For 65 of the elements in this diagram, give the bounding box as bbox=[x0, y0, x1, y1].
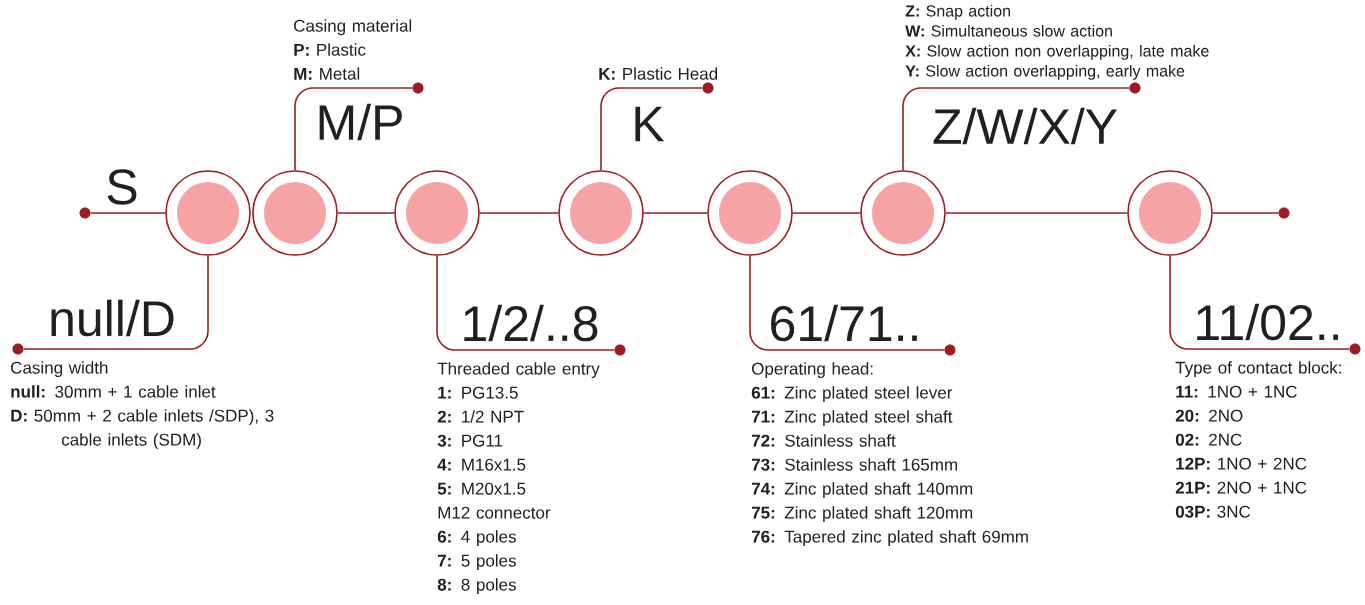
node-label: 2: 1/2 NPT bbox=[437, 410, 524, 423]
node-label: 21P: 2NO + 1NC bbox=[1175, 481, 1307, 494]
node-label: 7: 5 poles bbox=[437, 554, 516, 571]
connector-line bbox=[1169, 255, 1351, 350]
code-label: 61/71.. bbox=[771, 304, 917, 342]
node-label: Operating head: bbox=[752, 362, 873, 379]
node-label: 71: Zinc plated steel shaft bbox=[751, 410, 953, 427]
node-label: 75: Zinc plated shaft 120mm bbox=[751, 506, 973, 523]
node-label: 74: Zinc plated shaft 140mm bbox=[751, 482, 973, 499]
code-label: S bbox=[107, 169, 137, 205]
code-label: M/P bbox=[319, 103, 402, 141]
node-label: 03P: 3NC bbox=[1175, 505, 1251, 518]
connector-line bbox=[436, 255, 616, 351]
node-label: 1: PG13.5 bbox=[438, 386, 518, 399]
node-label: 11: 1NO + 1NC bbox=[1176, 385, 1297, 398]
node-label: Threaded cable entry bbox=[437, 362, 600, 379]
description-text: Casing width null: 30mm + 1 cable inlet D: 50mm + 2 cable inlets /SDP), 3 cable inlets (SDM) bbox=[11, 361, 274, 450]
description-text: Z: Snap action W: Simultaneous slow action X: Slow action non overlapping, late make Y: Slow action overlapping, early make bbox=[905, 4, 1209, 80]
node-label: 61: Zinc plated steel lever bbox=[751, 386, 953, 403]
code-label: 1/2/..8 bbox=[464, 304, 598, 342]
description-text: Casing material P: Plastic M: Metal bbox=[294, 19, 412, 80]
ring-circle bbox=[558, 170, 644, 256]
node-label: W: Simultaneous slow action bbox=[905, 24, 1112, 37]
description-text: K: Plastic Head bbox=[599, 67, 718, 80]
node-label: 3: PG11 bbox=[437, 434, 503, 447]
connector-line bbox=[294, 87, 414, 171]
ring-circle bbox=[860, 170, 946, 256]
ring-circle bbox=[1127, 170, 1213, 256]
description-text: Threaded cable entry 1: PG13.5 2: 1/2 NPT 3: PG11 4: M16x1.5 5: M20x1.5 M12 connector 6: 4 poles 7: 5 poles 8: 8 poles bbox=[437, 362, 600, 595]
connector-line bbox=[643, 212, 708, 214]
node-label: Z: Snap action bbox=[905, 4, 1010, 20]
node-label: 02: 2NC bbox=[1175, 433, 1242, 446]
connector-line bbox=[1212, 212, 1280, 214]
connector-line bbox=[479, 212, 559, 214]
code-label: K bbox=[635, 106, 665, 142]
node-label: 72: Stainless shaft bbox=[751, 434, 896, 447]
node-label: Type of contact block: bbox=[1175, 361, 1341, 378]
node-label: 12P: 1NO + 2NC bbox=[1176, 457, 1307, 470]
node-label: 4: M16x1.5 bbox=[437, 458, 526, 471]
node-label: 5: M20x1.5 bbox=[437, 482, 526, 495]
code-label: Z/W/X/Y bbox=[933, 107, 1117, 145]
node-label: Y: Slow action overlapping, early make bbox=[905, 64, 1185, 80]
connector-line bbox=[945, 212, 1128, 214]
node-label: 73: Stainless shaft 165mm bbox=[751, 458, 957, 471]
node-label: 20: 2NO bbox=[1175, 409, 1243, 422]
connector-line bbox=[337, 212, 395, 214]
node-label: 76: Tapered zinc plated shaft 69mm bbox=[751, 530, 1028, 547]
description-text: Type of contact block: 11: 1NO + 1NC 20: 2NO 02: 2NC 12P: 1NO + 2NC 21P: 2NO + 1NC 03P: 3NC bbox=[1175, 361, 1341, 518]
node-label: 8: 8 poles bbox=[437, 578, 516, 595]
description-text: Operating head: 61: Zinc plated steel lever 71: Zinc plated steel shaft 72: Stainless shaft 73: Stainless shaft 165mm 74: Zinc plated shaft 140mm 75: Zinc plated shaft 120mm 76: Tapered zinc plated shaft 69mm bbox=[751, 362, 1028, 547]
connector-line bbox=[792, 212, 861, 214]
ring-circle bbox=[707, 170, 793, 256]
connector-line bbox=[749, 255, 946, 351]
ring-circle bbox=[165, 170, 251, 256]
ring-circle bbox=[394, 170, 480, 256]
code-label: null/D bbox=[51, 299, 174, 337]
connector-line bbox=[22, 255, 209, 350]
connector-line bbox=[902, 87, 1131, 171]
code-label: 11/02.. bbox=[1197, 303, 1339, 341]
ring-circle bbox=[252, 170, 338, 256]
node-label: X: Slow action non overlapping, late make bbox=[905, 44, 1209, 60]
connector-line bbox=[600, 87, 704, 171]
node-label: 6: 4 poles bbox=[437, 530, 516, 547]
connector-line bbox=[89, 212, 166, 214]
node-label: M12 connector bbox=[438, 506, 551, 519]
